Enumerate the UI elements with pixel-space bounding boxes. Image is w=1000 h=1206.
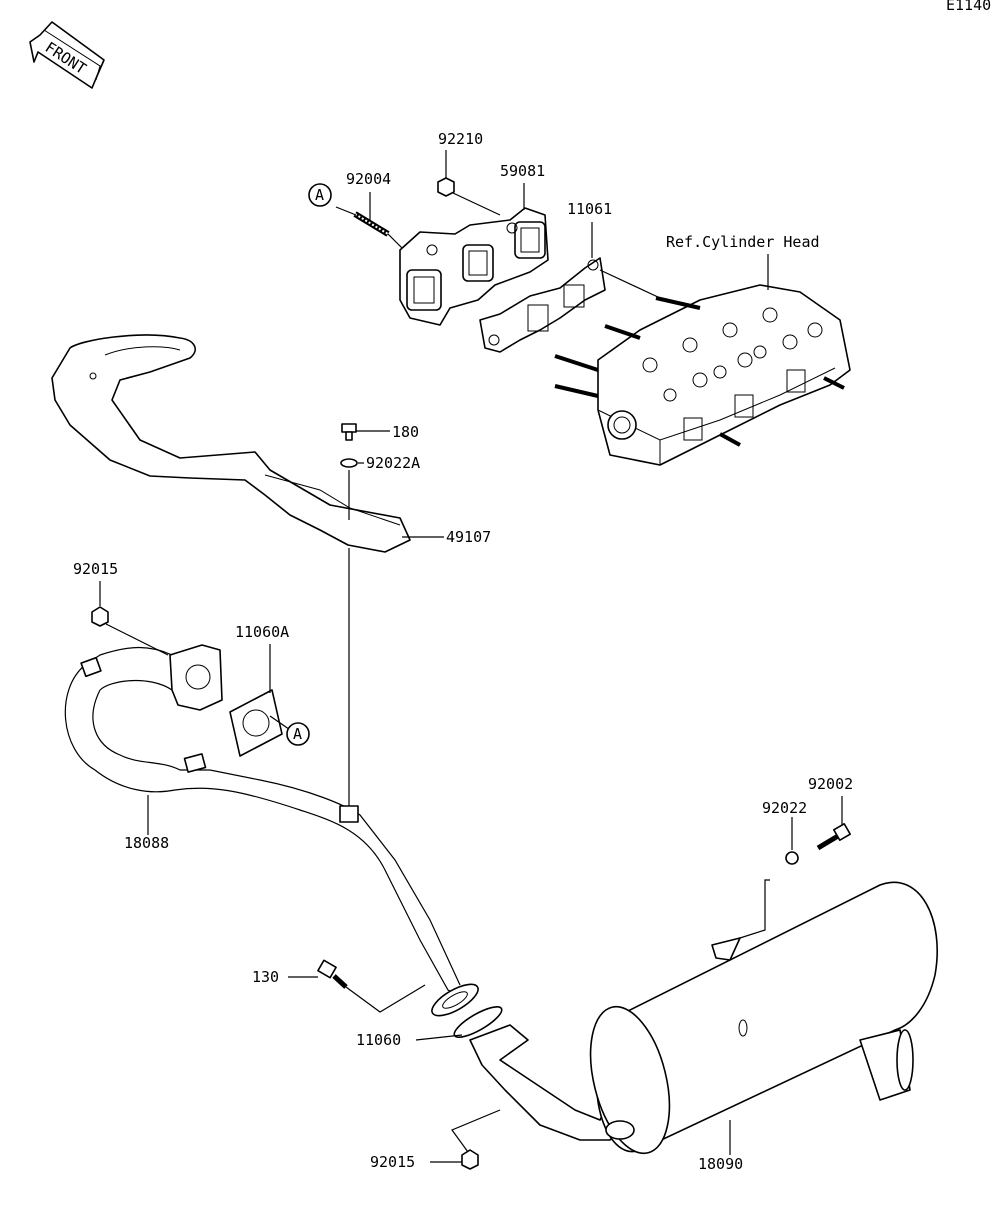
callout-18088: 18088 — [124, 834, 169, 852]
exhaust-manifold — [399, 207, 549, 326]
callout-11060A: 11060A — [235, 623, 289, 641]
exhaust-pipe — [64, 644, 479, 1017]
callout-92004: 92004 — [346, 170, 391, 188]
callout-92210: 92210 — [438, 130, 483, 148]
flange-gasket-11060A — [229, 689, 283, 757]
bolt-180 — [341, 423, 357, 441]
nut-92015-top — [91, 606, 109, 627]
callout-59081: 59081 — [500, 162, 545, 180]
muffler — [469, 881, 939, 1155]
callout-92022A: 92022A — [366, 454, 420, 472]
callout-11061: 11061 — [567, 200, 612, 218]
reference-marker-a-top: A — [308, 183, 332, 207]
manifold-gasket — [479, 257, 606, 353]
washer-92022 — [785, 851, 799, 865]
diagram-code: E1140 — [946, 0, 991, 14]
washer-92022A — [340, 458, 358, 468]
callout-ref-cylinder-head: Ref.Cylinder Head — [666, 233, 820, 251]
callout-49107: 49107 — [446, 528, 491, 546]
callout-92015-top: 92015 — [73, 560, 118, 578]
reference-marker-a-bottom: A — [286, 722, 310, 746]
front-arrow-icon: FRONT — [29, 21, 105, 89]
callout-92015-bottom: 92015 — [370, 1153, 415, 1171]
callout-180: 180 — [392, 423, 419, 441]
bolt-130 — [317, 959, 348, 989]
nut-92015-bottom — [461, 1149, 479, 1170]
callout-92022: 92022 — [762, 799, 807, 817]
callout-18090: 18090 — [698, 1155, 743, 1173]
nut-92210 — [437, 177, 455, 197]
svg-text:A: A — [293, 725, 302, 743]
callout-11060: 11060 — [356, 1031, 401, 1049]
svg-text:A: A — [315, 186, 324, 204]
callout-130: 130 — [252, 968, 279, 986]
bolt-92002 — [816, 823, 851, 851]
callout-92002: 92002 — [808, 775, 853, 793]
cylinder-head — [554, 284, 851, 466]
muffler-bracket — [51, 334, 411, 553]
stud-bolt-92004 — [353, 211, 390, 237]
